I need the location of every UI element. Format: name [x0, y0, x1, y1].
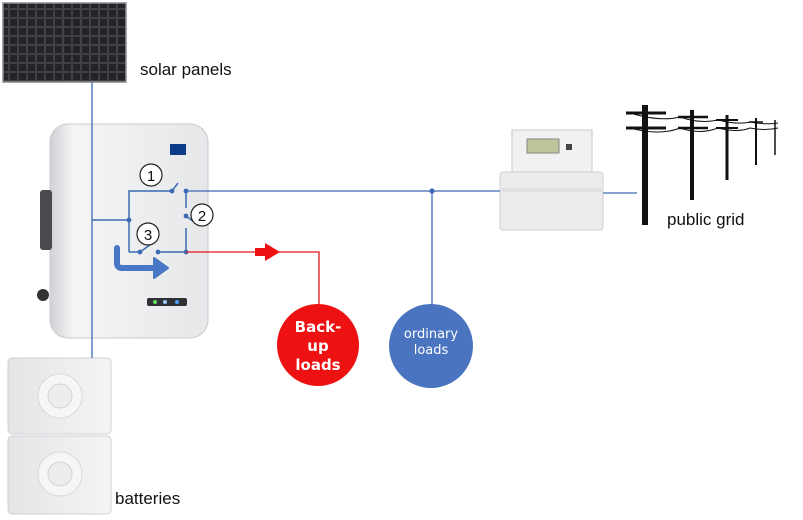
backup-loads-line3: loads: [295, 355, 341, 374]
solar-panel-image: [2, 2, 127, 83]
inverter-image: [37, 123, 209, 339]
backup-loads-circle: [277, 304, 359, 386]
public-grid-label: public grid: [667, 210, 745, 229]
sma-logo-icon: [170, 144, 186, 155]
switch-2-marker: 2: [190, 203, 214, 227]
power-pylons-image: [626, 105, 779, 225]
switch-junctions: [126, 188, 435, 255]
switch-3-marker: 3: [136, 222, 160, 246]
backup-direction-arrow-icon: [255, 243, 280, 261]
backup-loads-line1: Back-: [294, 318, 342, 336]
energy-meter-image: [499, 129, 604, 231]
backup-loads-label: Back- up loads: [277, 318, 359, 374]
switch-1-marker: 1: [139, 163, 163, 187]
backup-loads-line2: up: [307, 336, 329, 355]
ordinary-loads-line1: ordinary: [403, 327, 459, 342]
ordinary-loads-circle: [389, 304, 473, 388]
switch-2-number: 2: [198, 208, 206, 225]
battery-stack-image: [7, 357, 112, 515]
batteries-label: batteries: [115, 489, 181, 508]
solar-panels-label: solar panels: [140, 60, 232, 79]
ordinary-loads-line2: loads: [413, 343, 449, 359]
switch-1-number: 1: [147, 168, 155, 185]
switch-3-number: 3: [144, 227, 152, 244]
backup-flow-arrow-icon: [114, 245, 169, 279]
ordinary-loads-label: ordinary loads: [389, 327, 473, 360]
backup-wire-drop: [278, 251, 320, 305]
